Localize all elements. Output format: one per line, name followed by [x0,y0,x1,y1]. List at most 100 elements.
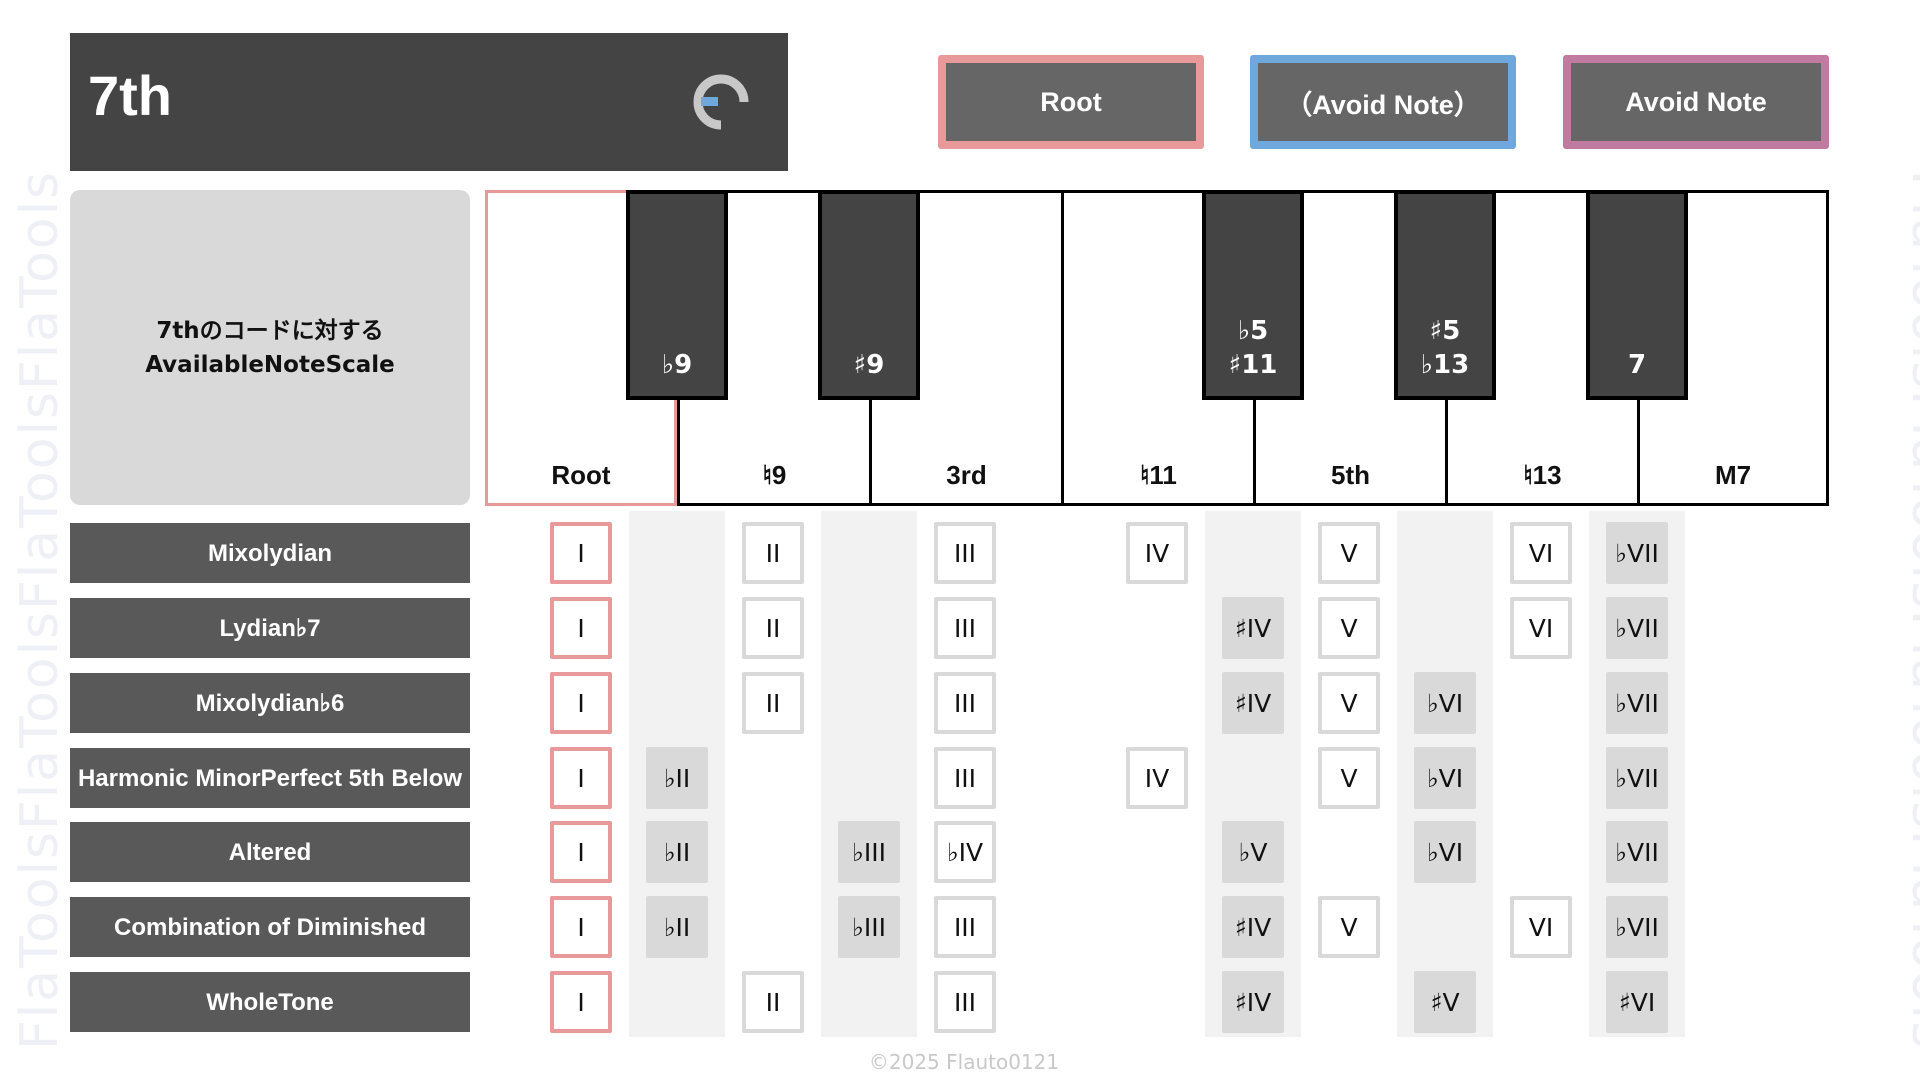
flatools-logo-icon [693,74,749,130]
degree-cell: II [742,672,804,734]
degree-cell: IV [1126,522,1188,584]
scale-label[interactable]: Altered [70,822,470,882]
copyright: ©2025 Flauto0121 [868,1050,1060,1074]
black-key-3[interactable]: ♯5♭13 [1394,190,1496,400]
degree-cell: V [1318,896,1380,958]
scale-label-line: WholeTone [206,988,334,1016]
white-key-label: 3rd [946,460,987,490]
scale-label[interactable]: Lydian♭7 [70,598,470,658]
watermark-right: FlaTools [1900,389,1920,611]
degree-cell: ♭II [646,821,708,883]
black-key-label: ♯5 [1429,316,1461,346]
header-bar: 7th [70,33,788,171]
legend-avoid-note: （Avoid Note） [1250,55,1516,149]
scale-label-line: Combination of Diminished [114,913,426,941]
page-title: 7th [88,64,172,127]
black-key-label: ♯9 [853,350,885,380]
degree-cell: ♯IV [1222,896,1284,958]
degree-cell: ♯IV [1222,597,1284,659]
degree-cell: III [934,597,996,659]
scale-panel-title: 7thのコードに対する AvailableNoteScale [70,190,470,505]
degree-cell: V [1318,597,1380,659]
degree-cell: I [550,597,612,659]
scale-label-line: Perfect 5th Below [260,764,463,792]
black-key-2[interactable]: ♭5♯11 [1202,190,1304,400]
degree-cell: ♭VI [1414,747,1476,809]
white-key-label: 5th [1331,460,1370,490]
white-key-label: Root [551,460,611,490]
degree-cell: ♯IV [1222,672,1284,734]
scale-label-line: Harmonic Minor [77,764,261,792]
white-key-label: ♮9 [762,460,787,490]
degree-cell: ♯VI [1606,971,1668,1033]
black-key-column-stripe [1205,511,1301,1037]
degree-cell: VI [1510,896,1572,958]
degree-cell: I [550,896,612,958]
degree-cell: ♭II [646,896,708,958]
degree-cell: V [1318,747,1380,809]
black-key-column-stripe [821,511,917,1037]
degree-cell: V [1318,672,1380,734]
panel-line-2: AvailableNoteScale [145,351,395,378]
watermark-left: FlaTools [10,609,71,831]
watermark-left: FlaTools [10,169,71,391]
scale-label-line: Mixolydian [207,539,333,567]
degree-cell: ♭VII [1606,747,1668,809]
white-key-label: M7 [1714,460,1752,490]
black-key-label: ♭9 [661,350,693,380]
black-key-4[interactable]: 7 [1586,190,1688,400]
scale-label[interactable]: Mixolydian [70,523,470,583]
degree-cell: ♭II [646,747,708,809]
degree-cell: ♭III [838,896,900,958]
watermark-right: FlaTools [1900,169,1920,391]
degree-cell: ♯V [1414,971,1476,1033]
degree-cell: I [550,522,612,584]
degree-cell: ♭IV [934,821,996,883]
white-key-label: ♮13 [1523,460,1562,490]
degree-cell: I [550,821,612,883]
watermark-right: FlaTools [1900,609,1920,831]
degree-cell: III [934,747,996,809]
scale-label[interactable]: Combination of Diminished [70,897,470,957]
degree-cell: ♭VII [1606,672,1668,734]
degree-cell: II [742,971,804,1033]
degree-cell: I [550,672,612,734]
degree-cell: ♭VI [1414,821,1476,883]
scale-label[interactable]: WholeTone [70,972,470,1032]
degree-cell: IV [1126,747,1188,809]
black-key-label: ♭13 [1420,350,1470,380]
degree-cell: II [742,597,804,659]
degree-cell: I [550,971,612,1033]
panel-line-1: 7thのコードに対する [156,317,384,344]
degree-cell: II [742,522,804,584]
scale-label[interactable]: Mixolydian♭6 [70,673,470,733]
degree-cell: ♭VII [1606,821,1668,883]
watermark-left: FlaTools [10,389,71,611]
black-key-0[interactable]: ♭9 [626,190,728,400]
degree-cell: I [550,747,612,809]
degree-cell: ♯IV [1222,971,1284,1033]
degree-cell: III [934,896,996,958]
degree-cell: III [934,971,996,1033]
degree-cell: ♭VI [1414,672,1476,734]
degree-cell: III [934,522,996,584]
legend-avoid-note: Avoid Note [1563,55,1829,149]
degree-cell: ♭V [1222,821,1284,883]
black-key-label: ♭5 [1237,316,1269,346]
watermark-right: FlaTools [1900,829,1920,1051]
black-key-label: ♯11 [1228,350,1278,380]
white-key-label: ♮11 [1140,460,1177,490]
degree-cell: VI [1510,597,1572,659]
scale-label-line: Lydian♭7 [219,614,321,642]
degree-cell: ♭VII [1606,896,1668,958]
degree-cell: III [934,672,996,734]
black-key-1[interactable]: ♯9 [818,190,920,400]
scale-label-line: Altered [228,838,312,866]
scale-label-line: Mixolydian♭6 [195,689,345,717]
degree-cell: ♭III [838,821,900,883]
degree-cell: ♭VII [1606,522,1668,584]
watermark-left: FlaTools [10,829,71,1051]
degree-cell: ♭VII [1606,597,1668,659]
legend-root: Root [938,55,1204,149]
